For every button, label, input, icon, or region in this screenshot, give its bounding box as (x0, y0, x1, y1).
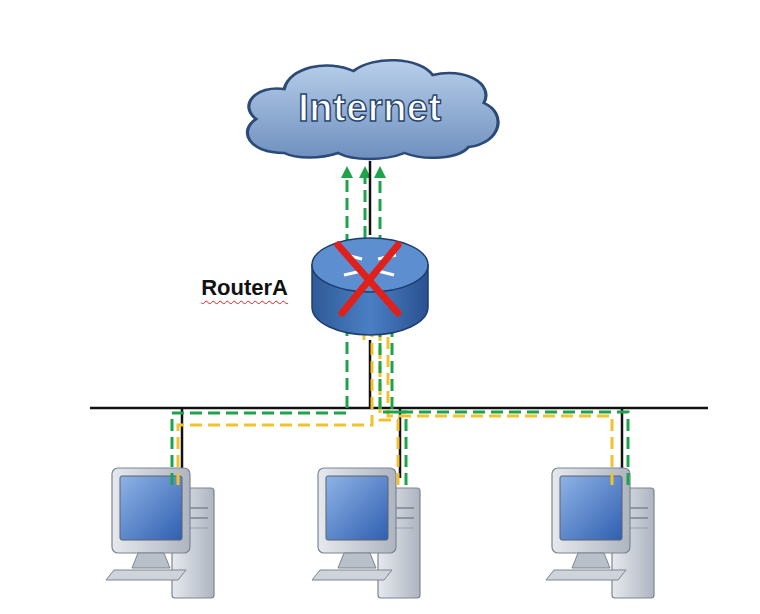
cloud-label: Internet (233, 87, 507, 130)
network-link (369, 161, 372, 235)
device-label: RouterA (201, 275, 288, 301)
router-icon (310, 235, 430, 340)
internet-cloud: Internet (233, 55, 507, 161)
router-node: RouterA (310, 235, 430, 340)
